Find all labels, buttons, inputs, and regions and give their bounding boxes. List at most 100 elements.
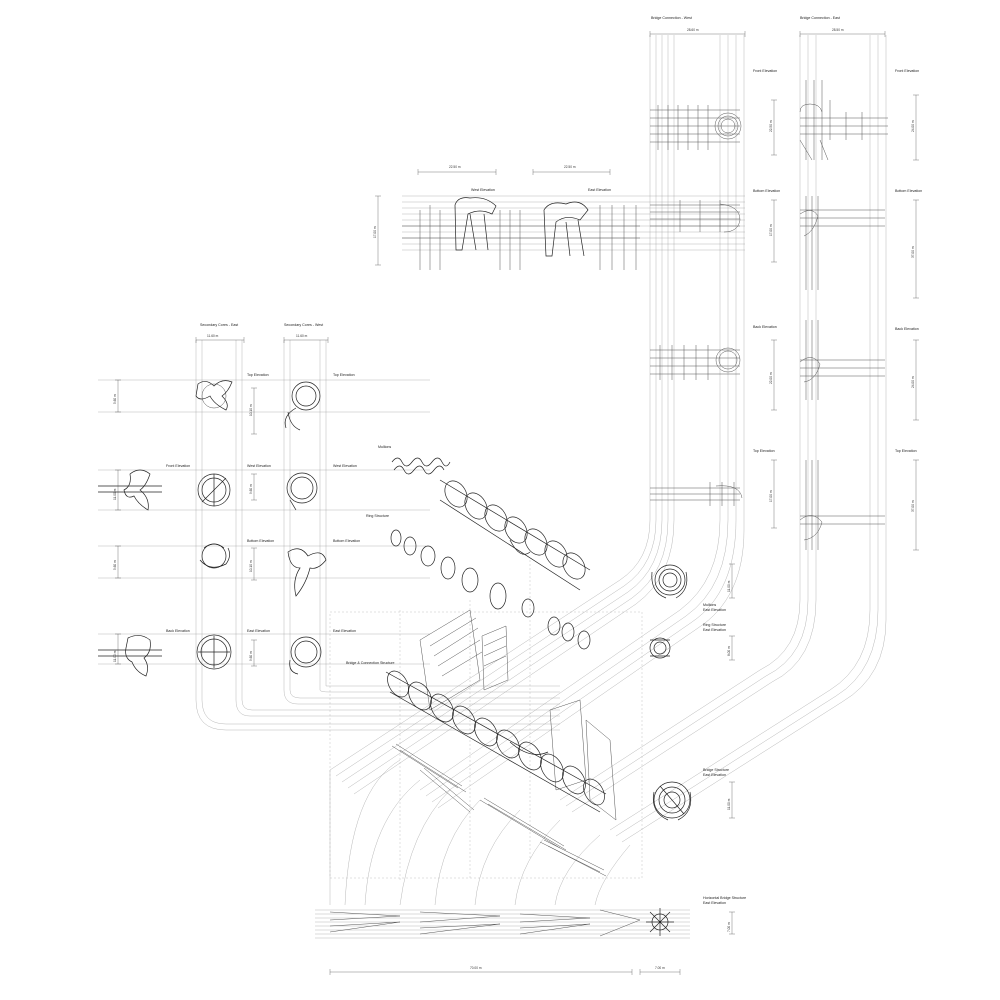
west-front-label: Front Elevation xyxy=(753,69,777,73)
east-bottom-label: Bottom Elevation xyxy=(895,189,922,193)
sw-bottom-form xyxy=(287,548,327,597)
elev-height-dim: 17.00 m xyxy=(373,226,377,238)
se-top-dim: 10.10 m xyxy=(249,404,253,416)
secondary-west-title: Secondary Cores - West xyxy=(284,323,323,327)
bridge-struct-east-label-2: East Elevation xyxy=(703,773,726,777)
be-back-dim: 24.00 m xyxy=(911,376,915,388)
bw-bottom-dim: 17.00 m xyxy=(769,224,773,236)
se-east-label: East Elevation xyxy=(247,629,270,633)
mullions-east-label-1: Mullions xyxy=(703,603,716,607)
east-elev-form xyxy=(543,201,589,257)
left-top-dim: 5.60 m xyxy=(113,394,117,404)
bridge-struct-h-dim: 11.00 m xyxy=(727,798,731,810)
lower-strands xyxy=(391,743,607,877)
mullions-h-dim: 11.00 m xyxy=(727,580,731,592)
sw-west-label: West Elevation xyxy=(333,464,357,468)
east-top-grid xyxy=(799,460,885,550)
bridge-west-width: 28.60 m xyxy=(687,28,699,32)
east-front-grid xyxy=(799,80,888,161)
sw-top-label: Top Elevation xyxy=(333,373,355,377)
be-front-dim: 24.00 m xyxy=(911,120,915,132)
routing-lines xyxy=(98,35,887,939)
east-back-label: Back Elevation xyxy=(895,327,919,331)
be-top-dim: 37.00 m xyxy=(911,500,915,512)
left-back-dim: 11.00 m xyxy=(113,650,117,662)
se-east-form xyxy=(196,634,232,670)
se-east-dim: 9.60 m xyxy=(249,651,253,661)
sw-east-form xyxy=(289,636,322,675)
bridge-east-width: 28.50 m xyxy=(832,28,844,32)
mullion-tube xyxy=(439,479,591,591)
left-elevations: Front Elevation Back Elevation 5.60 m 11… xyxy=(98,379,190,677)
hb-east-label-2: East Elevation xyxy=(703,901,726,905)
se-west-form xyxy=(197,473,231,507)
bw-top-dim: 17.00 m xyxy=(769,490,773,502)
ring-structure-label: Ring Structure xyxy=(366,514,389,518)
bridge-struct-east-form xyxy=(652,781,692,821)
se-top-form xyxy=(195,380,233,411)
component-elevations: Mullions East Elevation 11.00 m Ring Str… xyxy=(649,563,735,821)
exploded-axonometric: Mullions Ring Structure Bridge & Connect… xyxy=(346,445,617,877)
hb-east-label-1: Horizontal Bridge Structure xyxy=(703,896,746,900)
bw-back-dim: 22.00 m xyxy=(769,372,773,384)
horizontal-bridge-strands xyxy=(329,909,641,937)
bw-front-dim: 22.50 m xyxy=(769,120,773,132)
left-mid-dim: 5.60 m xyxy=(113,560,117,570)
left-front-dim: 11.00 m xyxy=(113,488,117,500)
se-top-label: Top Elevation xyxy=(247,373,269,377)
mullions-east-form xyxy=(651,564,688,599)
left-back-form xyxy=(98,635,162,677)
west-bottom-label: Bottom Elevation xyxy=(753,189,780,193)
horizontal-bridge-node xyxy=(646,908,674,936)
west-east-elevations: 22.50 m 22.50 m West Elevation East Elev… xyxy=(373,165,640,270)
sw-top-form xyxy=(284,381,321,431)
west-top-label: Top Elevation xyxy=(753,449,775,453)
sw-width: 11.60 m xyxy=(296,334,308,338)
west-elev-width: 22.50 m xyxy=(449,165,461,169)
se-width: 11.60 m xyxy=(207,334,219,338)
left-front-label: Front Elevation xyxy=(166,464,190,468)
ring-rings xyxy=(390,529,591,650)
west-back-grid xyxy=(650,345,741,380)
se-bottom-dim: 10.10 m xyxy=(249,560,253,572)
bridge-cages xyxy=(419,609,617,821)
left-back-label: Back Elevation xyxy=(166,629,190,633)
be-bottom-dim: 37.00 m xyxy=(911,246,915,258)
se-bottom-label: Bottom Elevation xyxy=(247,539,274,543)
east-top-label: Top Elevation xyxy=(895,449,917,453)
horizontal-bridge: Horizontal Bridge Structure East Elevati… xyxy=(329,896,746,975)
secondary-east-title: Secondary Cores - East xyxy=(200,323,238,327)
mullions-label: Mullions xyxy=(378,445,391,449)
west-front-grid xyxy=(650,105,742,150)
secondary-cores: Secondary Cores - East Secondary Cores -… xyxy=(195,323,360,675)
bridge-east-title: Bridge Connection - East xyxy=(800,16,840,20)
sw-bottom-label: Bottom Elevation xyxy=(333,539,360,543)
bridge-west-title: Bridge Connection - West xyxy=(651,16,692,20)
west-back-label: Back Elevation xyxy=(753,325,777,329)
bridge-connection-east: Bridge Connection - East 28.50 m Front E… xyxy=(799,16,922,551)
east-front-label: Front Elevation xyxy=(895,69,919,73)
left-front-form xyxy=(98,469,162,511)
sw-west-form xyxy=(286,472,318,511)
west-elev-form xyxy=(454,197,497,251)
east-elev-label: East Elevation xyxy=(588,188,611,192)
bridge-struct-east-label-1: Bridge Structure xyxy=(703,768,729,772)
bridge-connection-label: Bridge & Connection Structure xyxy=(346,661,395,665)
hb-length-dim: 70.00 m xyxy=(470,966,482,970)
bridge-spiral-tube xyxy=(385,670,607,813)
mullions-east-label-2: East Elevation xyxy=(703,608,726,612)
east-elev-width: 22.50 m xyxy=(564,165,576,169)
ring-east-form xyxy=(649,637,671,659)
west-bottom-grid xyxy=(650,200,741,233)
hb-right-dim: 7.00 m xyxy=(655,966,665,970)
ring-east-label-1: Ring Structure xyxy=(703,623,726,627)
east-bottom-grid xyxy=(799,196,885,290)
west-top-grid xyxy=(650,482,743,506)
west-elev-label: West Elevation xyxy=(471,188,495,192)
east-back-grid xyxy=(799,320,885,400)
sw-east-label: East Elevation xyxy=(333,629,356,633)
hb-h-dim: 7.00 m xyxy=(727,922,731,932)
mullions-spiral xyxy=(391,457,451,475)
bridge-connection-west: Bridge Connection - West 28.60 m Front E… xyxy=(649,16,780,529)
